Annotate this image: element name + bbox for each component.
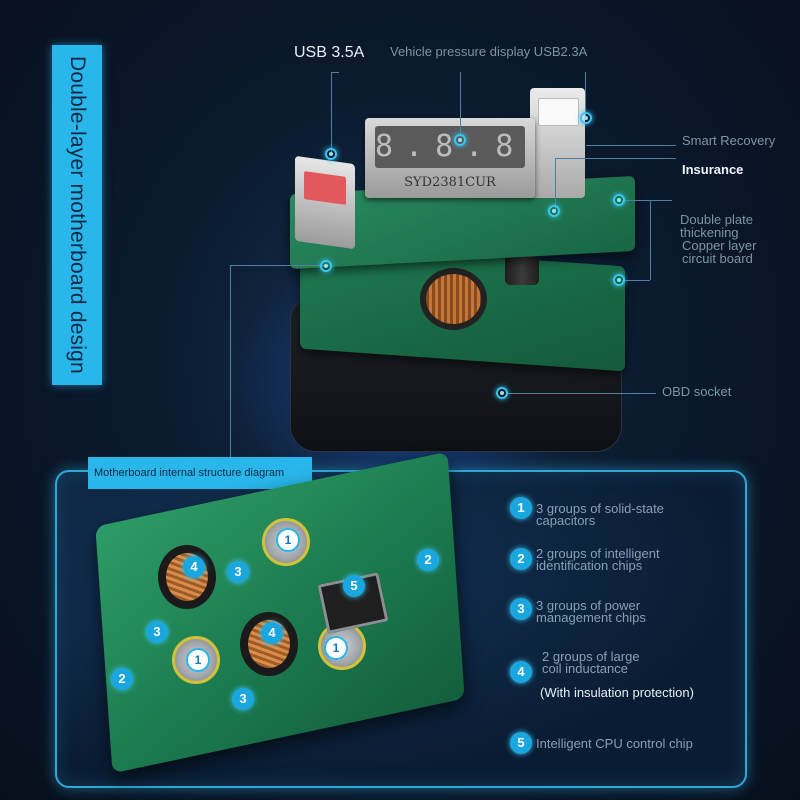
- badge-1: 1: [276, 528, 300, 552]
- display-brand: SYD2381CUR: [404, 175, 496, 190]
- title-banner: Double-layer motherboard design: [52, 45, 102, 385]
- feature-4-line1: 2 groups of large: [542, 649, 640, 664]
- usb-port-red: [295, 155, 355, 250]
- callout-line: [586, 145, 676, 146]
- badge-5: 5: [343, 575, 365, 597]
- callout-line: [460, 72, 461, 137]
- callout-dot: [613, 194, 625, 206]
- coil-inductor-left: [158, 545, 216, 609]
- feature-3-line1: 3 groups of power: [536, 598, 641, 613]
- feature-3-line2: management chips: [536, 610, 646, 625]
- badge-2: 2: [417, 549, 439, 571]
- label-usb-35: USB 3.5A: [294, 44, 365, 61]
- badge-4: 4: [183, 556, 205, 578]
- callout-line: [650, 200, 651, 280]
- label-copper-layer: Copper layer: [682, 238, 757, 253]
- badge-2: 2: [111, 668, 133, 690]
- callout-dot: [548, 205, 560, 217]
- callout-line: [622, 280, 650, 281]
- label-thickening: thickening: [680, 225, 739, 240]
- callout-line: [230, 265, 326, 266]
- solid-capacitor: [172, 636, 220, 684]
- feature-1-line2: capacitors: [536, 513, 596, 528]
- banner-title: Double-layer motherboard design: [66, 56, 89, 374]
- feature-5-badge: 5: [510, 732, 532, 754]
- badge-4: 4: [261, 622, 283, 644]
- label-circuit-board: circuit board: [682, 251, 753, 266]
- feature-2-line2: identification chips: [536, 558, 643, 573]
- label-obd-socket: OBD socket: [662, 384, 732, 399]
- callout-line: [230, 265, 231, 457]
- callout-line: [555, 158, 676, 159]
- callout-line: [622, 200, 672, 201]
- feature-3-badge: 3: [510, 598, 532, 620]
- callout-dot: [325, 148, 337, 160]
- feature-4-badge: 4: [510, 661, 532, 683]
- feature-1-line1: 3 groups of solid-state: [536, 501, 664, 516]
- label-insurance: Insurance: [682, 162, 744, 177]
- feature-4-line3: (With insulation protection): [540, 685, 694, 700]
- feature-5-line1: Intelligent CPU control chip: [536, 736, 693, 751]
- feature-1-badge: 1: [510, 497, 532, 519]
- badge-3: 3: [232, 688, 254, 710]
- feature-2-badge: 2: [510, 548, 532, 570]
- badge-3: 3: [227, 561, 249, 583]
- label-vehicle-pressure: Vehicle pressure display USB2.3A: [390, 44, 588, 59]
- callout-dot: [613, 274, 625, 286]
- callout-line: [331, 72, 339, 73]
- badge-1: 1: [324, 636, 348, 660]
- callout-line: [508, 393, 656, 394]
- label-double-plate: Double plate: [680, 212, 753, 227]
- callout-dot: [454, 134, 466, 146]
- feature-2-line1: 2 groups of intelligent: [536, 546, 660, 561]
- inductor-coil: [420, 268, 487, 330]
- badge-1: 1: [186, 648, 210, 672]
- label-smart-recovery: Smart Recovery: [682, 133, 776, 148]
- callout-dot: [496, 387, 508, 399]
- badge-3: 3: [146, 621, 168, 643]
- callout-line: [585, 72, 586, 117]
- feature-4-line2: coil inductance: [542, 661, 628, 676]
- callout-dot: [580, 112, 592, 124]
- coil-inductor-right: [240, 612, 298, 676]
- usb-port-white: [530, 88, 585, 198]
- panel-title: Motherboard internal structure diagram: [88, 457, 312, 489]
- voltage-display: 8.8.8 SYD2381CUR: [365, 118, 535, 198]
- callout-line: [555, 158, 556, 210]
- display-digits: 8.8.8: [375, 126, 525, 168]
- callout-line: [331, 72, 332, 152]
- callout-dot: [320, 260, 332, 272]
